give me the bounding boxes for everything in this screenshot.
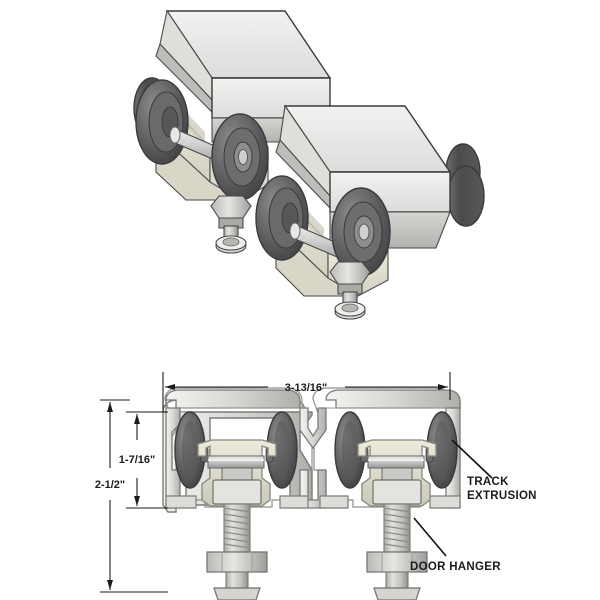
roller-wheel [266,411,298,489]
door-hanger [174,411,298,600]
callout-door-hanger-label: DOOR HANGER [410,561,501,573]
clamp-block [381,467,413,481]
hanger-bolt [210,195,252,254]
door-hanger [334,411,458,600]
hanger-assembly-rear [133,9,332,254]
hanger-body [372,479,422,505]
isometric-view [133,9,485,320]
roller-wheel [331,187,391,277]
cross-section-view: 3-13/16" 1-7/16" 2-1/2" TRACK EXTRUS [95,372,537,600]
hanger-body [212,479,262,505]
threaded-stem [383,503,411,553]
dimension-overall-height: 2-1/2" [95,399,168,593]
dimension-width: 3-13/16" [162,372,451,412]
dimension-overall-height-label: 2-1/2" [95,479,125,491]
hanger-assembly-front [255,104,485,320]
axle-pin [207,455,265,469]
dimension-roller-height: 1-7/16" [119,411,168,509]
roller-wheel [447,165,485,227]
stem-shank [225,571,249,589]
roller-wheel [334,411,366,489]
dimension-roller-height-label: 1-7/16" [119,454,155,466]
hanger-bolt [329,261,371,320]
stem-shank [385,571,409,589]
callout-track-extrusion-line1: TRACK [467,476,509,488]
clamp-block [221,467,253,481]
hex-nut [206,551,268,573]
flange-foot [373,587,421,600]
flange-foot [213,587,261,600]
callout-track-extrusion-line2: EXTRUSION [467,490,537,502]
roller-wheel [135,79,189,165]
axle-pin [367,455,425,469]
callout-door-hanger: DOOR HANGER [410,517,501,573]
roller-wheel [211,113,269,201]
callout-track-extrusion: TRACK EXTRUSION [451,439,537,502]
dimension-width-label: 3-13/16" [285,382,328,394]
roller-wheel [255,175,309,261]
roller-wheel [426,411,458,489]
threaded-stem [223,503,251,553]
